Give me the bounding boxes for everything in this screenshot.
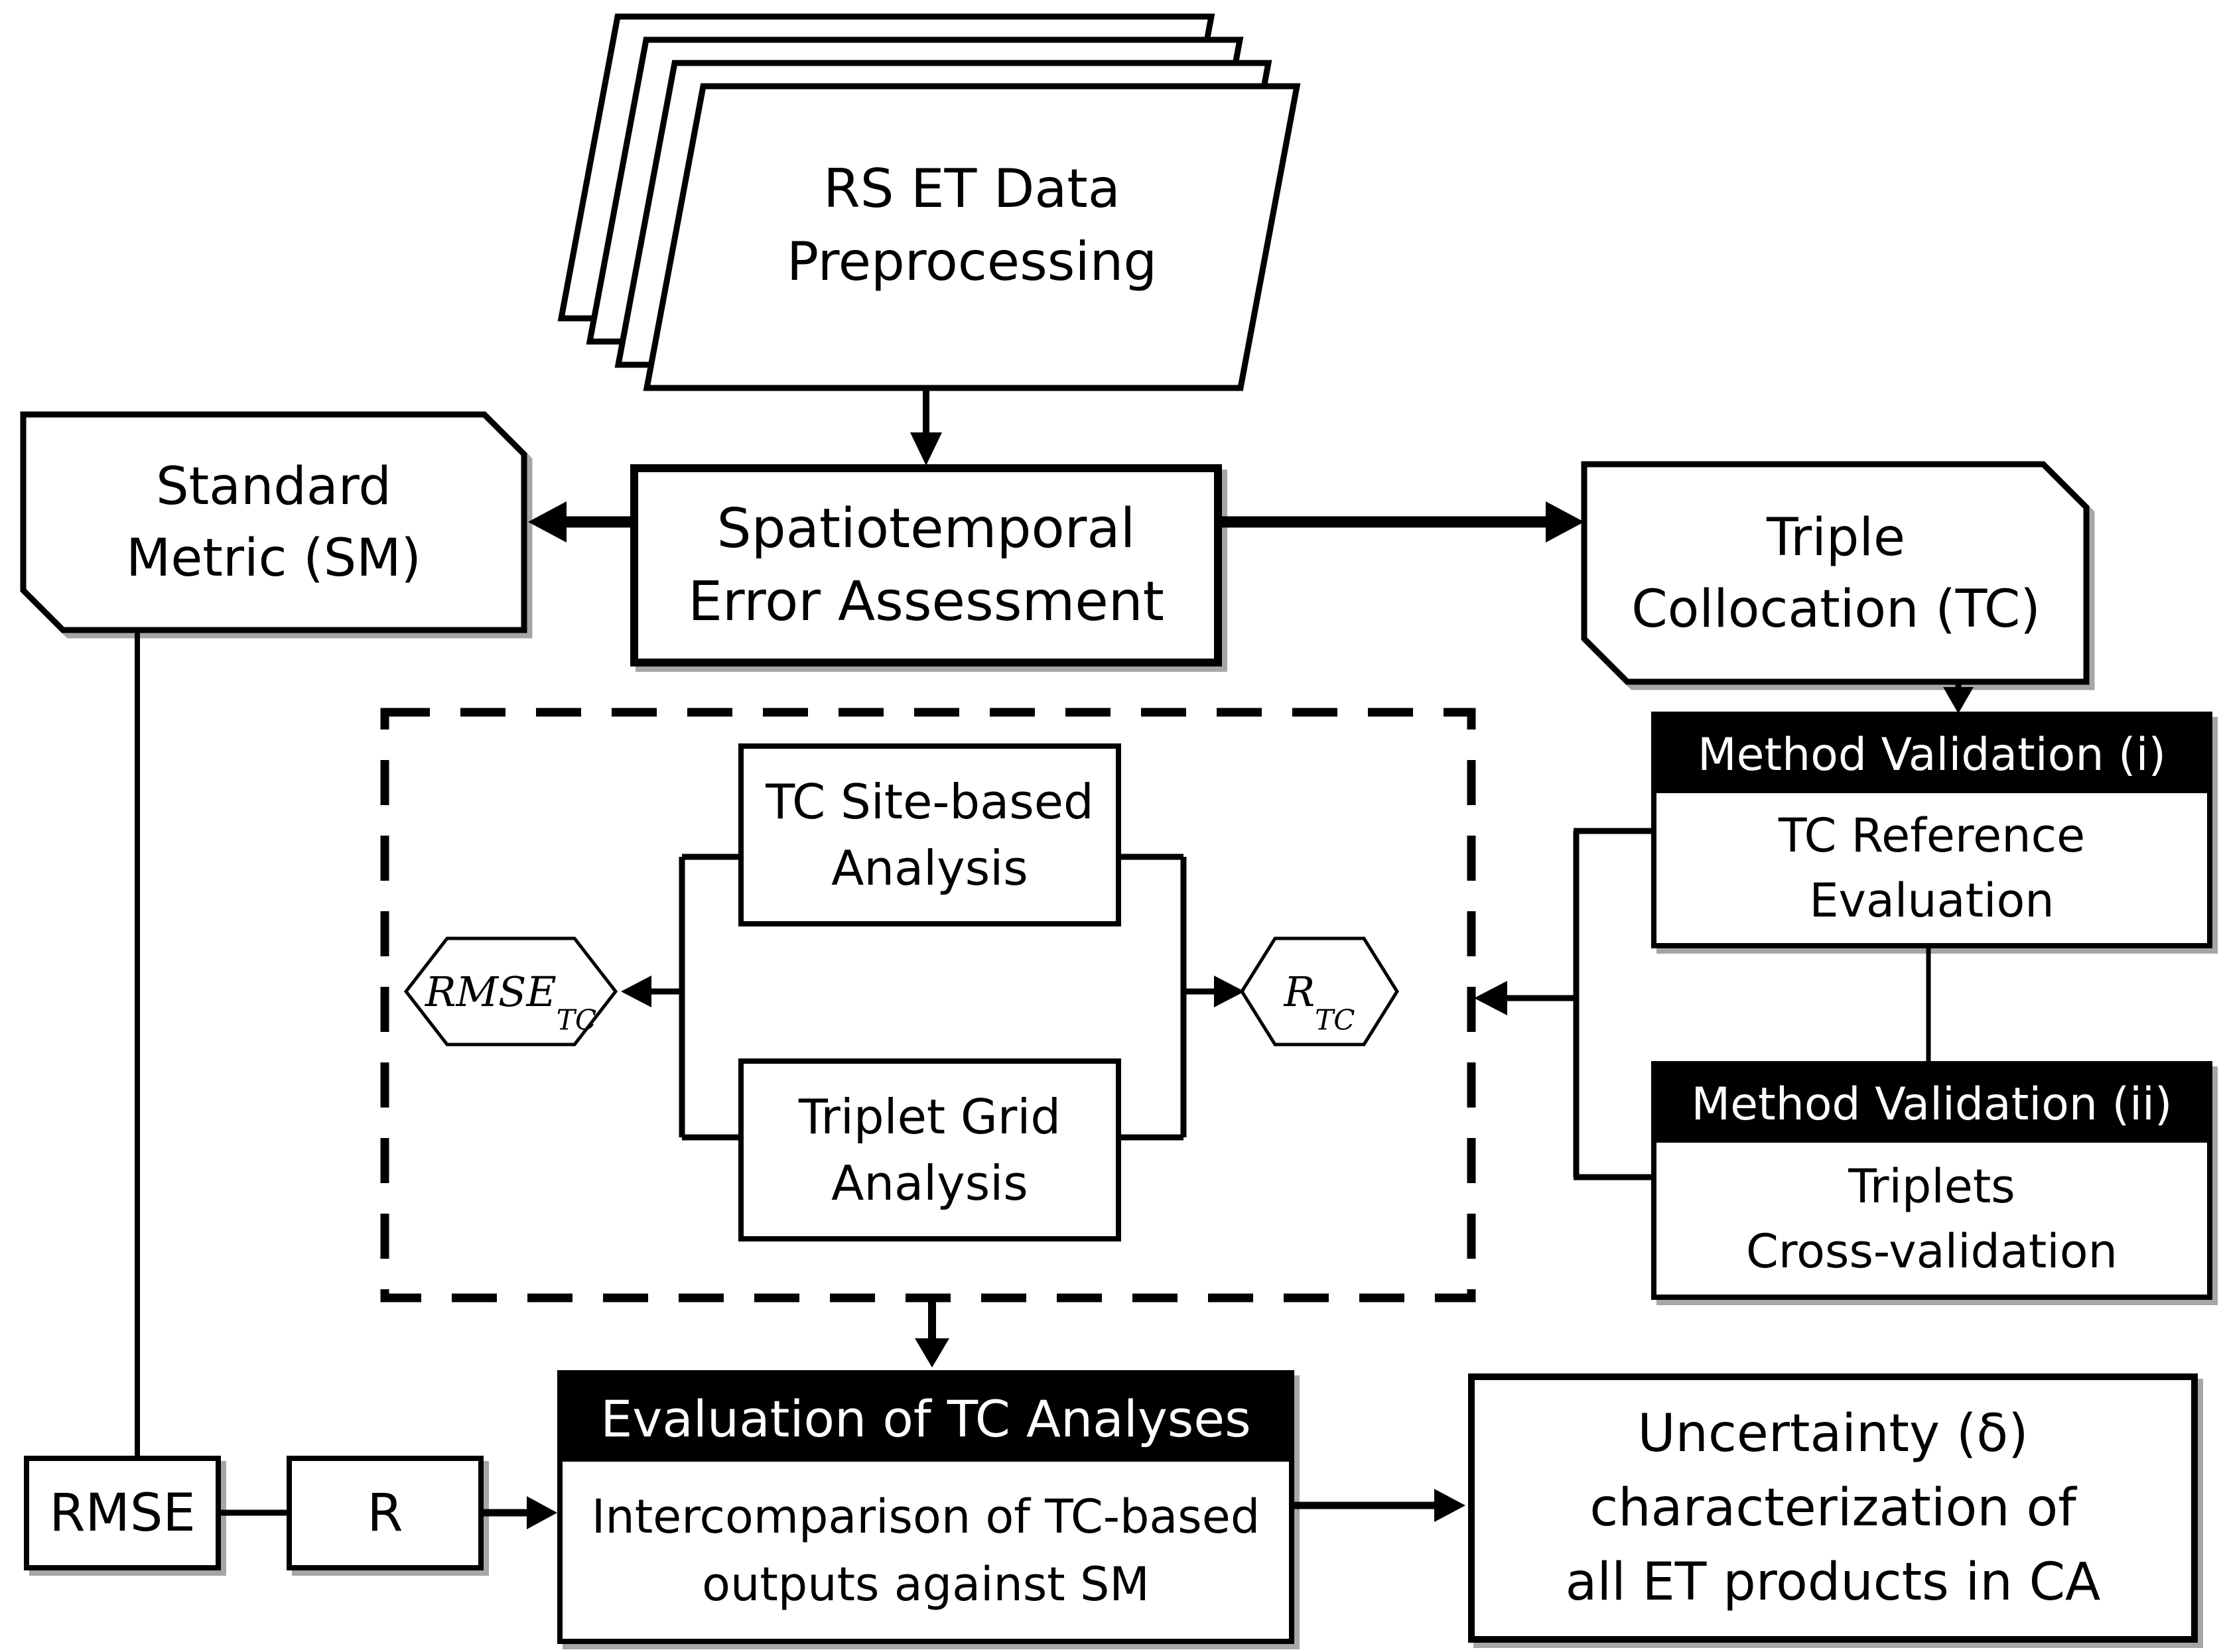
rmse-tc-main: RMSE: [425, 967, 557, 1016]
rmse-tc-subscript: TC: [556, 1003, 597, 1037]
standard-metric-label: Standard Metric (SM): [126, 456, 421, 588]
triple-collocation-label: Triple Collocation (TC): [1631, 508, 2041, 639]
evaluation-body: Intercomparison of TC-based outputs agai…: [591, 1489, 1260, 1612]
r-tc-subscript: TC: [1315, 1003, 1355, 1037]
method-validation-ii-box: Method Validation (ii) Triplets Cross-va…: [1651, 1061, 2212, 1300]
method-validation-i-body: TC Reference Evaluation: [1778, 808, 2086, 928]
left-bracket-to-rmse-tc: [621, 854, 738, 1141]
spatiotemporal-box: Spatiotemporal Error Assessment: [630, 464, 1222, 667]
arrow-tc-to-method-validation-i: [1943, 682, 1974, 714]
r-box: R: [287, 1456, 484, 1570]
method-validation-ii-body: Triplets Cross-validation: [1746, 1159, 2118, 1279]
preprocessing-label: RS ET Data Preprocessing: [786, 158, 1158, 292]
arrow-dashed-to-evaluation: [915, 1298, 949, 1367]
arrow-spatiotemporal-to-triple-collocation: [1222, 501, 1584, 542]
method-validation-bracket: [1474, 828, 1651, 1180]
method-validation-i-header: Method Validation (i): [1656, 717, 2207, 793]
rmse-box: RMSE: [24, 1456, 221, 1570]
triplet-grid-analysis-box: Triplet Grid Analysis: [738, 1058, 1121, 1241]
right-bracket-to-r-tc: [1121, 854, 1245, 1141]
r-tc-hexagon: [1240, 936, 1399, 1047]
method-validation-i-box: Method Validation (i) TC Reference Evalu…: [1651, 712, 2212, 948]
arrow-evaluation-to-uncertainty: [1294, 1489, 1465, 1522]
evaluation-header: Evaluation of TC Analyses: [563, 1375, 1289, 1462]
rmse-tc-hexagon: [403, 936, 618, 1047]
r-tc-main: R: [1284, 967, 1315, 1016]
arrow-r-to-evaluation: [484, 1496, 557, 1529]
evaluation-box: Evaluation of TC Analyses Intercompariso…: [557, 1370, 1294, 1644]
arrow-stack-to-spatiotemporal: [910, 388, 942, 466]
uncertainty-box: Uncertainty (δ) characterization of all …: [1468, 1373, 2198, 1643]
method-validation-ii-header: Method Validation (ii): [1656, 1066, 2207, 1143]
standard-metric-shape: [20, 411, 527, 633]
document-stack-icon: [557, 13, 1301, 391]
triple-collocation-shape: [1581, 461, 2090, 685]
tc-site-analysis-box: TC Site-based Analysis: [738, 743, 1121, 926]
